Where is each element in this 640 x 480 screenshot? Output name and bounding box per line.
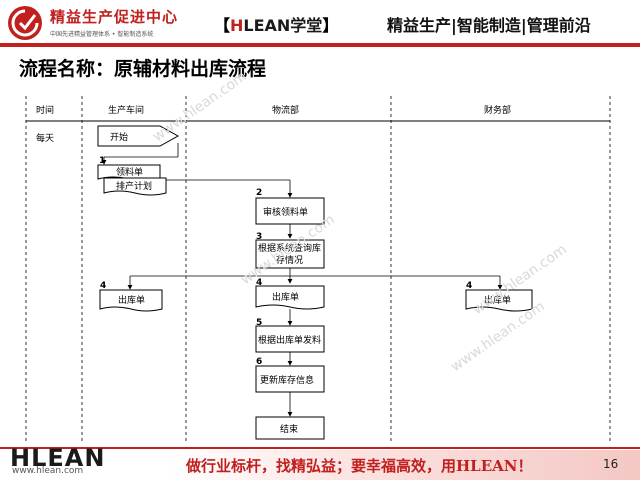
end-node: 结束 bbox=[255, 416, 325, 440]
outbound-fn-label: 出库单 bbox=[484, 294, 511, 306]
banner-text: LEAN学堂 bbox=[243, 16, 323, 35]
review-label: 审核领料单 bbox=[263, 206, 308, 218]
hlean-banner: 【HLEAN学堂】 bbox=[214, 12, 338, 36]
outbound-ws-label: 出库单 bbox=[118, 294, 145, 306]
footer-band bbox=[170, 450, 640, 480]
update-node: 更新库存信息 bbox=[255, 365, 325, 393]
banner-bracket-right: 】 bbox=[322, 16, 339, 35]
start-label: 开始 bbox=[110, 131, 128, 143]
query-label-line1: 根据系统查询库 bbox=[258, 242, 321, 254]
step-number-4b: 4 bbox=[256, 278, 262, 288]
column-header-logistics: 物流部 bbox=[272, 104, 299, 116]
step-number-3: 3 bbox=[256, 232, 262, 242]
header-divider bbox=[0, 43, 640, 47]
step-number-1: 1 bbox=[99, 156, 105, 166]
footer-url: www.hlean.com bbox=[12, 466, 84, 476]
swimlane-grid bbox=[25, 96, 611, 442]
issue-label: 根据出库单发料 bbox=[258, 334, 321, 346]
query-label-line2: 存情况 bbox=[276, 254, 303, 266]
step-number-5: 5 bbox=[256, 318, 262, 328]
banner-bracket-left: 【 bbox=[214, 16, 231, 35]
query-node: 根据系统查询库 存情况 bbox=[255, 239, 325, 269]
step-number-6: 6 bbox=[256, 357, 262, 367]
footer-logo: HLEAN bbox=[10, 444, 106, 472]
header: 精益生产促进中心 中国先进精益管理体系 • 智能制造系统 【HLEAN学堂】 精… bbox=[0, 0, 640, 50]
time-value: 每天 bbox=[36, 132, 54, 144]
issue-node: 根据出库单发料 bbox=[255, 325, 325, 353]
outbound-doc-logistics: 出库单 bbox=[255, 285, 325, 310]
footer-divider bbox=[0, 447, 640, 449]
update-label: 更新库存信息 bbox=[260, 374, 314, 386]
column-header-time: 时间 bbox=[36, 104, 54, 116]
step-number-4c: 4 bbox=[466, 281, 472, 291]
review-node: 审核领料单 bbox=[255, 197, 325, 225]
column-header-workshop: 生产车间 bbox=[108, 104, 144, 116]
end-label: 结束 bbox=[280, 423, 298, 435]
logo-icon bbox=[8, 6, 42, 40]
page-number: 16 bbox=[603, 457, 619, 471]
banner-h: H bbox=[230, 16, 244, 35]
outbound-doc-workshop: 出库单 bbox=[99, 289, 163, 312]
step-number-2: 2 bbox=[256, 188, 262, 198]
footer-slogan: 做行业标杆，找精弘益；要幸福高效，用HLEAN！ bbox=[186, 457, 533, 475]
schedule-label: 排产计划 bbox=[116, 180, 152, 192]
step-number-4a: 4 bbox=[100, 281, 106, 291]
start-node: 开始 bbox=[97, 125, 180, 147]
outbound-lg-label: 出库单 bbox=[272, 291, 299, 303]
logo-subtitle: 中国先进精益管理体系 • 智能制造系统 bbox=[50, 31, 154, 38]
outbound-doc-finance: 出库单 bbox=[465, 289, 533, 312]
schedule-document: 排产计划 bbox=[103, 177, 167, 196]
column-header-finance: 财务部 bbox=[484, 104, 511, 116]
requisition-label: 领料单 bbox=[116, 166, 143, 178]
logo-title: 精益生产促进中心 bbox=[50, 8, 179, 26]
page-title: 流程名称：原辅材料出库流程 bbox=[19, 58, 267, 80]
tagline: 精益生产|智能制造|管理前沿 bbox=[387, 16, 591, 35]
